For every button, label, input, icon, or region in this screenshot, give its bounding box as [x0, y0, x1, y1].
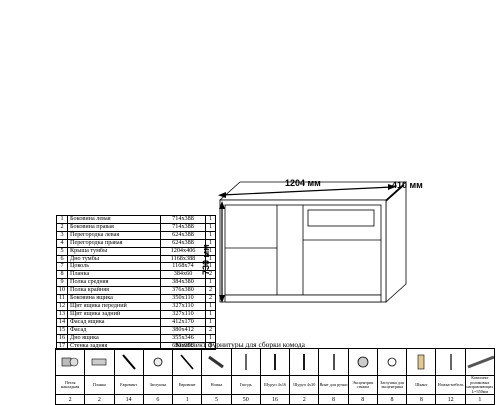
hardware-cell-icon — [230, 348, 261, 376]
part-number: 16 — [56, 333, 68, 343]
cam-cap-icon — [378, 353, 405, 371]
cam-lock-icon — [349, 353, 376, 371]
part-name: Фасад ящика — [67, 317, 161, 327]
part-qty: 1 — [205, 246, 216, 256]
hardware-item-name: Комплект роликовых направляющих L=350мм — [464, 374, 496, 396]
hardware-cell-icon — [376, 348, 408, 376]
part-name: Крыша тумбы — [67, 246, 161, 256]
part-size: 1204x406 — [160, 246, 206, 256]
depth-dimension-label: 410 мм — [392, 180, 423, 190]
hardware-item-name: Ножка-мебель — [435, 374, 466, 396]
hardware-cell-icon — [142, 348, 174, 376]
part-name: Дно ящика — [67, 333, 161, 343]
depth-dimension-arrow — [385, 184, 405, 202]
part-size: 412x170 — [160, 317, 206, 327]
hardware-cell-icon — [201, 348, 232, 376]
hardware-item-name: Заглушка для эксцентрика — [376, 374, 408, 396]
hardware-item-name: Петля накладная — [54, 374, 86, 396]
part-size: 380x412 — [160, 325, 206, 335]
hardware-cell-icon — [54, 348, 86, 376]
cap-icon — [144, 353, 171, 371]
hardware-cell-icon — [464, 348, 496, 376]
hardware-item-name: Эксцентрик стяжка — [347, 374, 378, 396]
hardware-item-name: Евровинт — [113, 374, 144, 396]
hardware-cell-icon — [435, 348, 466, 376]
hardware-item-name: Планка — [84, 374, 115, 396]
assembled-dresser-drawing — [218, 181, 408, 303]
dowel-icon — [408, 353, 435, 371]
hardware-item-name: Винт для ручки — [318, 374, 349, 396]
leg-icon — [203, 353, 230, 371]
part-qty: 2 — [205, 325, 216, 335]
hardware-kit-title: Комплект фурнитуры для сборки комода — [175, 340, 306, 349]
part-number: 4 — [56, 238, 68, 248]
drawer-slide-icon — [466, 353, 494, 371]
euro-screw-icon — [174, 353, 201, 371]
part-number: 15 — [56, 325, 68, 335]
dresser-plinth — [224, 294, 382, 303]
hardware-cell-icon — [318, 348, 349, 376]
screw-icon — [261, 353, 288, 371]
hardware-cell-icon — [406, 348, 437, 376]
part-qty: 1 — [205, 238, 216, 248]
hardware-cell-icon — [259, 348, 291, 376]
handle-screw-icon — [320, 353, 347, 371]
part-name: Перегородка правая — [67, 238, 161, 248]
hardware-cell-icon — [289, 348, 320, 376]
hardware-icons-row — [54, 348, 496, 376]
part-size: 624x388 — [160, 238, 206, 248]
hardware-item-name: Шуруп 4x30 — [289, 374, 320, 396]
assembly-drawing-area — [0, 0, 500, 178]
hardware-item-name: Шкант — [406, 374, 437, 396]
hardware-item-name: Шуруп 4x16 — [259, 374, 291, 396]
euro-screw-icon — [115, 353, 142, 371]
hardware-item-name: Заглушка — [142, 374, 174, 396]
hardware-cell-icon — [84, 348, 115, 376]
dresser-drawer — [307, 209, 375, 227]
width-dimension-arrow — [218, 184, 396, 198]
hardware-cell-icon — [172, 348, 203, 376]
hardware-item-name: Гвоздь — [230, 374, 261, 396]
nail-icon — [232, 353, 259, 371]
height-dimension-arrow — [219, 201, 225, 303]
hardware-item-name: Евровинт — [172, 374, 203, 396]
mounting-plate-icon — [86, 353, 113, 371]
part-number: 5 — [56, 246, 68, 256]
part-number: 14 — [56, 317, 68, 327]
screw-icon — [291, 353, 318, 371]
part-qty: 1 — [205, 317, 216, 327]
hinge-icon — [57, 353, 84, 371]
hardware-cell-icon — [113, 348, 144, 376]
hardware-cell-icon — [347, 348, 378, 376]
part-name: Фасад — [67, 325, 161, 335]
furniture-leg-icon — [437, 353, 464, 371]
hardware-item-name: Ножка — [201, 374, 232, 396]
width-dimension-label: 1204 мм — [285, 178, 321, 188]
